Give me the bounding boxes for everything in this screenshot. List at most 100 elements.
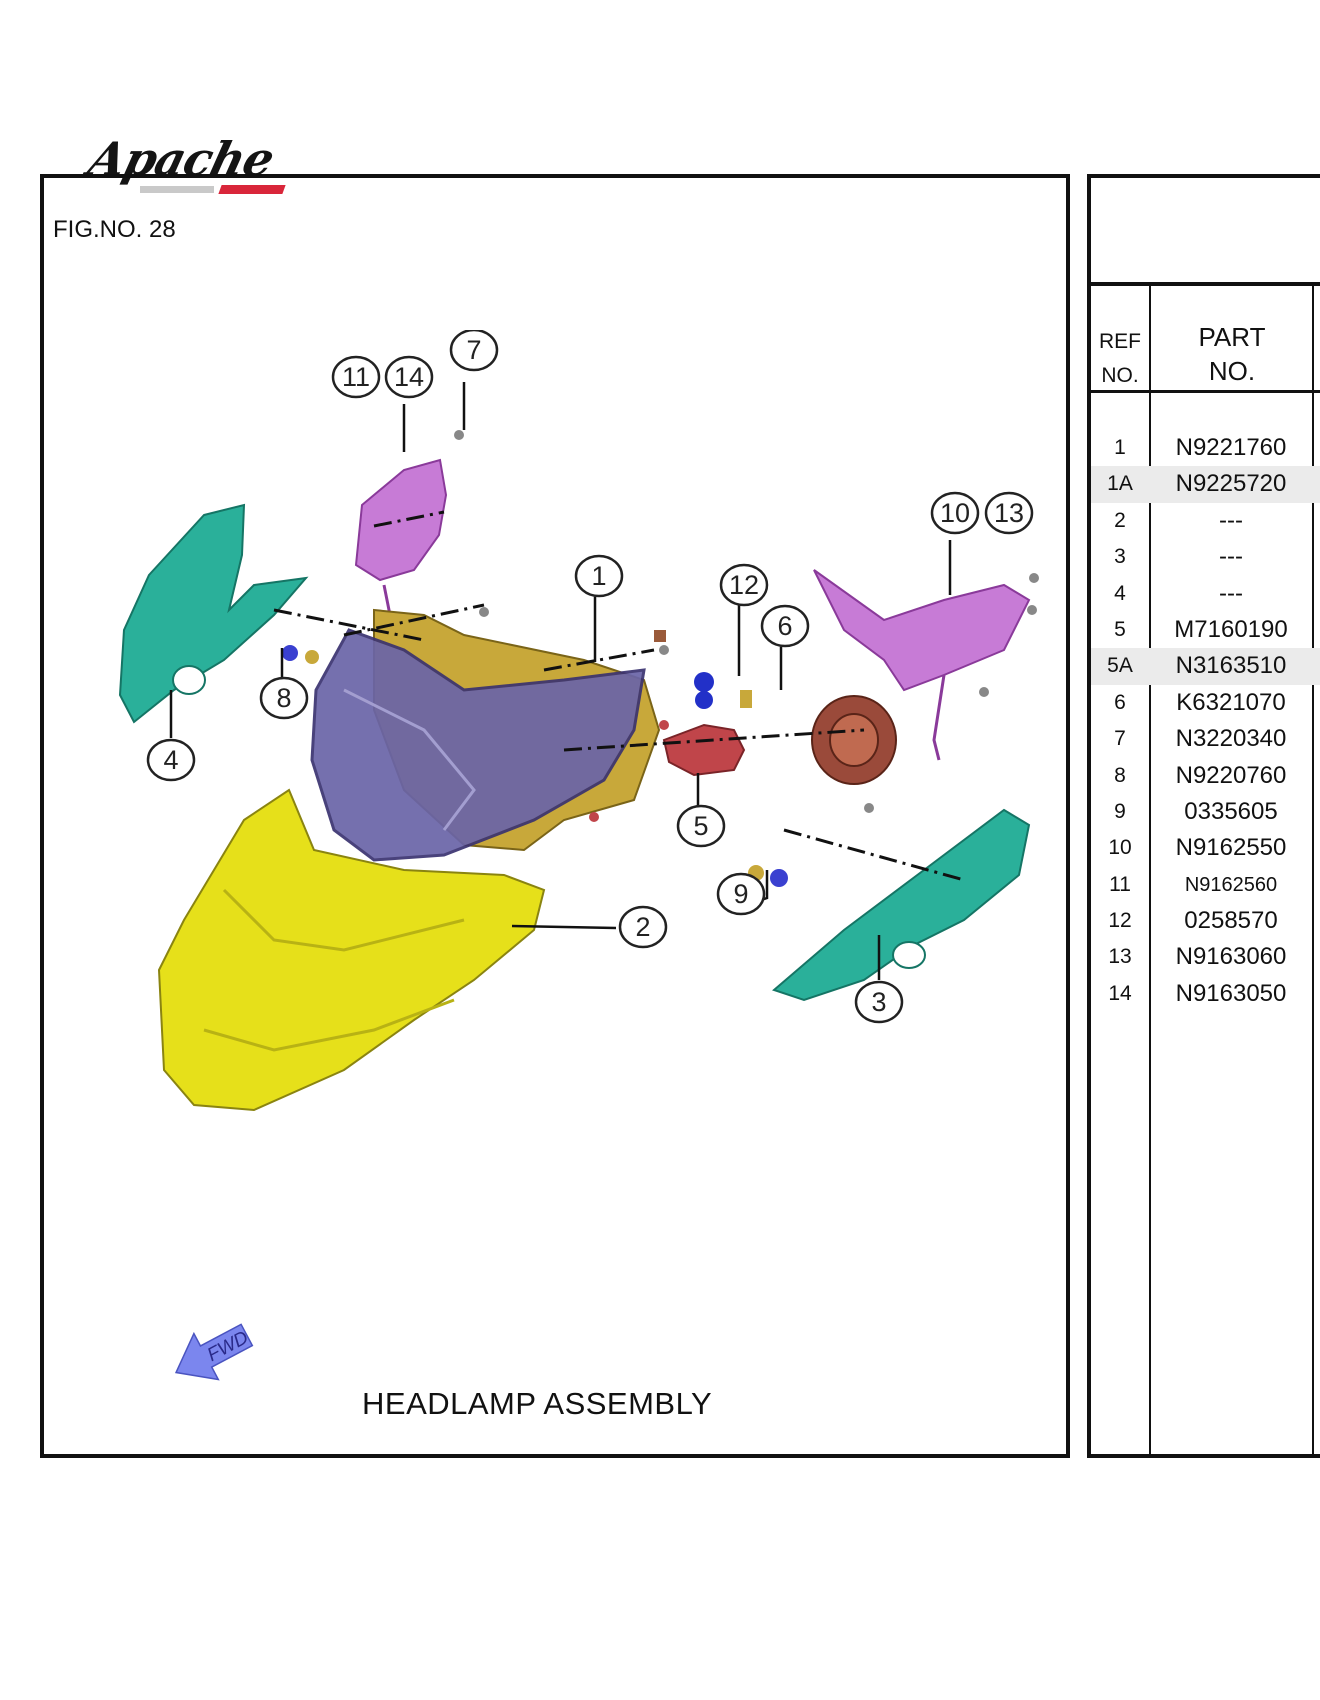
callout-label-11: 11 <box>342 362 370 392</box>
callout-label-10: 10 <box>940 498 970 528</box>
part-cell: N9163060 <box>1175 943 1287 971</box>
ref-cell: 9 <box>1114 799 1126 823</box>
ref-cell: 1 <box>1114 436 1126 459</box>
table-row: 2 --- <box>1091 503 1320 539</box>
callout-6 <box>760 604 810 648</box>
ref-cell: 8 <box>1114 763 1126 787</box>
ref-cell: 3 <box>1114 545 1126 569</box>
led-unit-right <box>813 569 1031 692</box>
column-header-ref: REF NO. <box>1099 330 1141 387</box>
right-side-panel <box>772 808 1031 1002</box>
table-row: 5A N3163510 <box>1091 648 1320 685</box>
ref-cell: 5A <box>1107 654 1133 678</box>
parts-table-body: 1 N9221760 1A N9225720 2 --- 3 --- 4 --- 5 M71… <box>1091 430 1320 1012</box>
parts-table-frame <box>1087 174 1320 1458</box>
callout-label-3: 3 <box>871 987 886 1017</box>
callout-13 <box>984 491 1034 535</box>
figure-caption: HEADLAMP ASSEMBLY <box>362 1386 713 1421</box>
column-divider <box>1149 284 1151 1458</box>
ref-cell: 5 <box>1114 617 1126 641</box>
ref-cell: 14 <box>1108 981 1132 1005</box>
table-row: 12 0258570 <box>1091 903 1320 939</box>
callouts <box>146 330 1034 1024</box>
left-side-panel <box>118 503 309 724</box>
led-unit-left <box>354 458 448 582</box>
table-row: 7 N3220340 <box>1091 721 1320 757</box>
part-cell: 0258570 <box>1184 907 1278 935</box>
part-cell: --- <box>1219 579 1243 607</box>
callout-label-4: 4 <box>163 745 178 775</box>
table-row: 8 N9220760 <box>1091 758 1320 794</box>
part-cell: K6321070 <box>1176 688 1286 716</box>
callout-label-13: 13 <box>994 498 1024 528</box>
table-row: 1A N9225720 <box>1091 466 1320 503</box>
callout-14 <box>384 355 434 399</box>
ref-cell: 6 <box>1114 690 1126 714</box>
column-divider-right <box>1312 284 1314 1458</box>
ref-cell: 11 <box>1109 872 1131 896</box>
callout-label-8: 8 <box>276 683 291 713</box>
table-row: 14 N9163050 <box>1091 976 1320 1012</box>
callout-label-1: 1 <box>591 561 606 591</box>
part-cell: 0335605 <box>1184 797 1278 825</box>
part-cell: N9225720 <box>1175 470 1287 498</box>
callout-label-5: 5 <box>693 811 708 841</box>
ref-cell: 12 <box>1108 909 1132 933</box>
part-cell: N3220340 <box>1175 725 1287 753</box>
callout-1 <box>574 554 624 598</box>
callout-9 <box>716 872 766 916</box>
part-cell: N9162550 <box>1175 834 1287 862</box>
grommet-part-8 <box>282 645 298 661</box>
part-cell: M7160190 <box>1174 615 1288 643</box>
callout-label-2: 2 <box>635 912 650 942</box>
table-row: 10 N9162550 <box>1091 830 1320 866</box>
callout-12 <box>719 563 769 607</box>
bulb-socket <box>662 723 746 777</box>
part-cell: N3163510 <box>1175 652 1287 680</box>
logo-badge <box>140 184 290 196</box>
ref-cell: 13 <box>1108 945 1132 969</box>
table-header-rule-bottom <box>1087 390 1320 393</box>
callout-label-14: 14 <box>394 362 424 392</box>
table-row: 13 N9163060 <box>1091 939 1320 975</box>
ref-cell: 4 <box>1114 581 1126 605</box>
ref-cell: 2 <box>1114 508 1126 532</box>
callout-8 <box>259 676 309 720</box>
callout-3 <box>854 980 904 1024</box>
part-cell: --- <box>1219 506 1243 534</box>
callout-label-12: 12 <box>729 570 759 600</box>
table-row: 6 K6321070 <box>1091 685 1320 721</box>
part-cell: N9221760 <box>1175 434 1287 461</box>
callout-2 <box>618 905 668 949</box>
table-row: 4 --- <box>1091 576 1320 612</box>
callout-4 <box>146 738 196 782</box>
column-header-part: PART NO. <box>1198 322 1266 386</box>
table-row: 1 N9221760 <box>1091 430 1320 466</box>
table-header-rule <box>1087 282 1320 286</box>
table-row: 5 M7160190 <box>1091 612 1320 648</box>
callout-5 <box>676 804 726 848</box>
fwd-arrow-icon: FWD <box>174 1323 254 1381</box>
exploded-diagram: 1 2 3 4 5 6 7 8 9 10 11 12 13 14 FWD <box>118 330 1039 1381</box>
callout-label-9: 9 <box>733 879 748 909</box>
part-cell: N9163050 <box>1175 979 1287 1007</box>
part-cell: --- <box>1219 543 1243 571</box>
figure-number: FIG.NO. 28 <box>53 216 180 244</box>
callout-label-7: 7 <box>466 335 481 365</box>
table-row: 9 0335605 <box>1091 794 1320 830</box>
apache-logo: Apache <box>82 132 314 204</box>
callout-11 <box>331 355 381 399</box>
table-row: 3 --- <box>1091 539 1320 575</box>
part-cell: N9220760 <box>1175 761 1287 789</box>
callout-label-6: 6 <box>777 611 792 641</box>
ref-cell: 10 <box>1108 836 1132 860</box>
clip-part-6 <box>740 690 752 708</box>
callout-10 <box>930 491 980 535</box>
figure-frame <box>40 174 1070 1458</box>
callout-7 <box>449 330 499 372</box>
visor <box>157 788 546 1112</box>
ref-cell: 1A <box>1107 472 1133 496</box>
headlamp-lens <box>310 628 646 862</box>
ref-cell: 7 <box>1114 727 1126 751</box>
